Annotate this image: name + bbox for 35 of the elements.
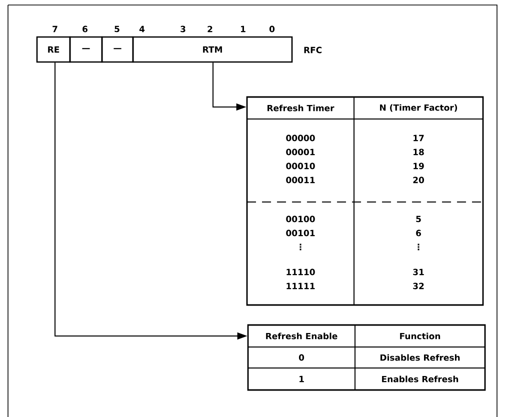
table-entry: 6: [416, 230, 421, 236]
table-entry: 00010: [286, 162, 315, 170]
table-entry: 11111: [286, 282, 315, 290]
table-entry: 0: [298, 354, 304, 361]
register-cell: —: [69, 36, 103, 63]
table-entry: 32: [413, 282, 424, 290]
bit-number: 4: [139, 26, 145, 32]
table-entry: 5: [416, 216, 421, 222]
register-cell: RE: [36, 36, 71, 63]
table-entry: ⋮: [300, 244, 302, 250]
table-entry: 19: [414, 162, 424, 170]
register-cell: —: [101, 36, 134, 63]
table-entry: 20: [413, 176, 424, 184]
table-entry: Enables Refresh: [382, 376, 458, 382]
table-entry: ⋮: [418, 244, 420, 250]
bit-number: 6: [82, 26, 88, 32]
table-entry: 00000: [286, 134, 315, 142]
table-entry: 17: [414, 134, 424, 142]
table-entry: 1: [300, 376, 304, 382]
column-header: N (Timer Factor): [380, 104, 458, 112]
column-header: Function: [400, 332, 440, 340]
column-header: Refresh Enable: [266, 332, 338, 340]
bit-number: 5: [114, 26, 120, 32]
bit-number: 7: [52, 26, 58, 32]
column-header: Refresh Timer: [268, 104, 334, 112]
table-entry: 31: [413, 268, 424, 276]
register-name: RFC: [304, 46, 322, 54]
register-cell: RTM: [132, 36, 293, 63]
table-entry: Disables Refresh: [380, 354, 460, 361]
table-entry: 00101: [286, 230, 315, 236]
table-entry: 18: [414, 148, 424, 156]
table-entry: 00100: [286, 216, 315, 222]
table-entry: 11110: [286, 268, 315, 276]
table-entry: 00001: [286, 148, 315, 156]
table-entry: 00011: [286, 176, 315, 184]
